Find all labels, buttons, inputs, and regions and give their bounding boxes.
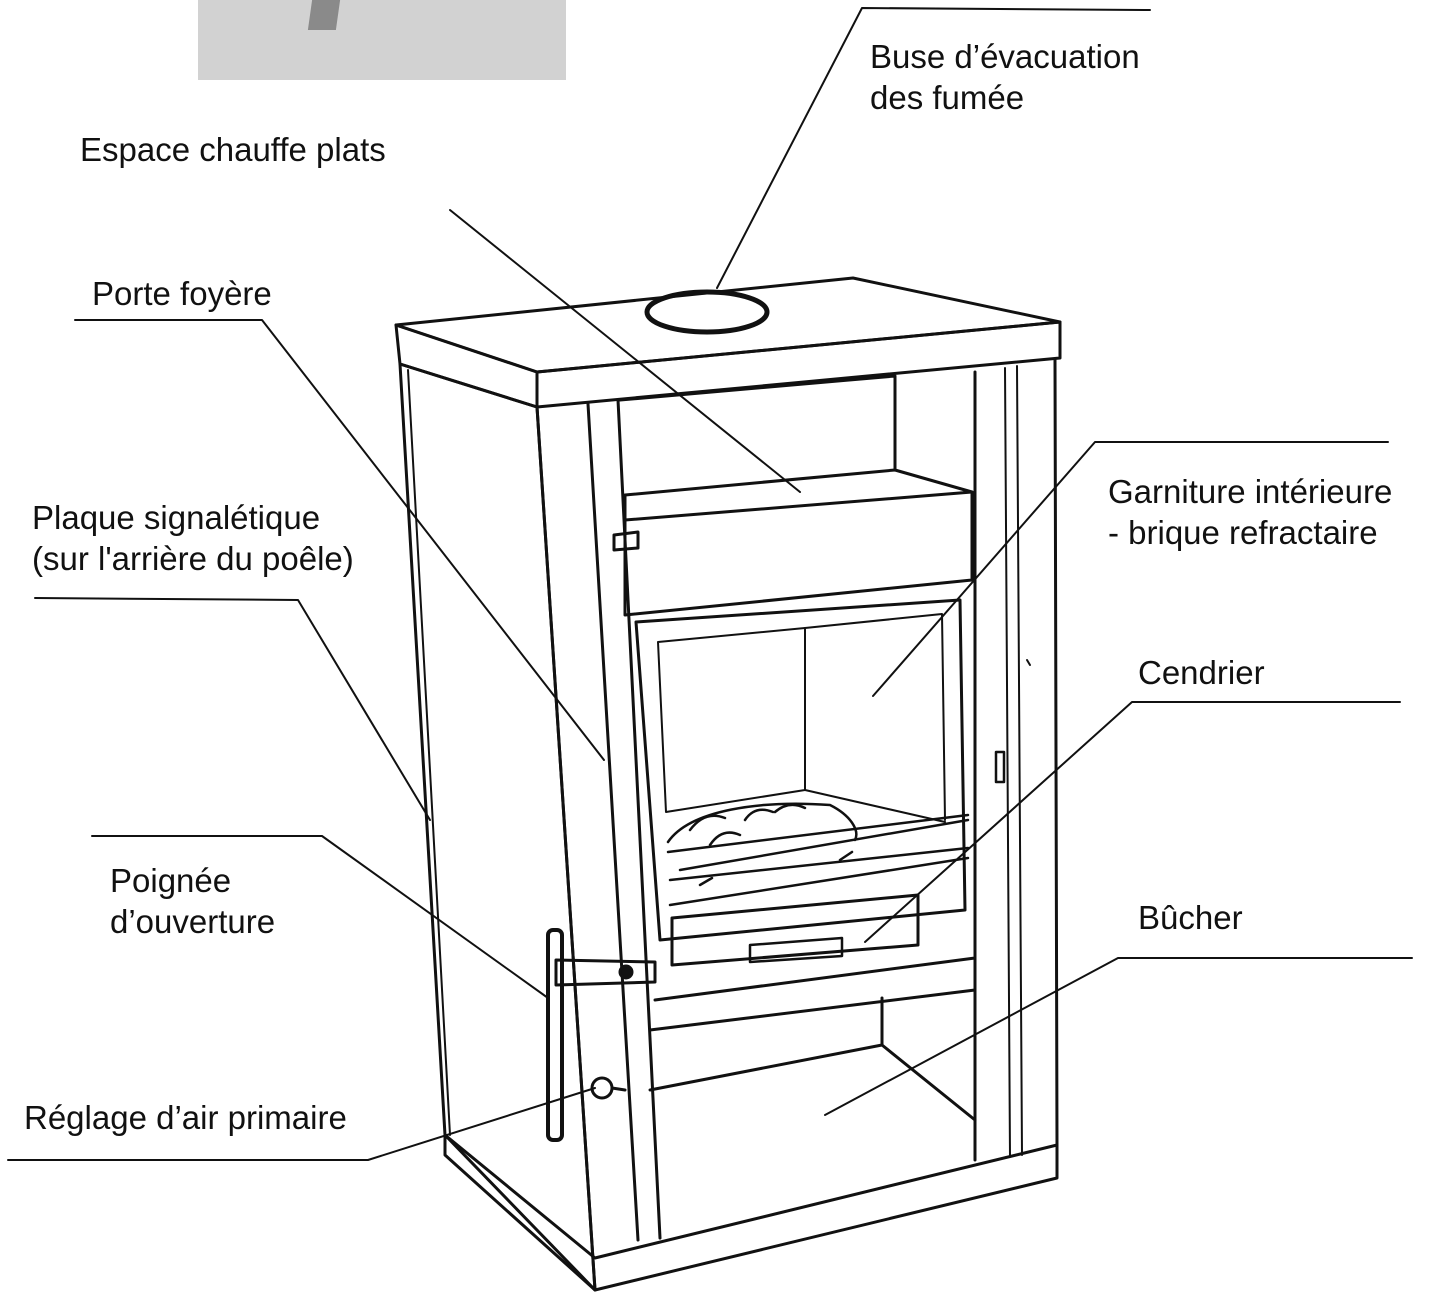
leader-poignee bbox=[91, 835, 549, 999]
door-hinge bbox=[612, 530, 640, 552]
leader-plaque bbox=[34, 597, 431, 821]
label-cendrier: Cendrier bbox=[1138, 654, 1265, 691]
cropped-photo-thumbnail bbox=[198, 0, 566, 80]
leader-porte bbox=[74, 319, 605, 761]
log-store bbox=[648, 996, 977, 1122]
front-frame bbox=[443, 358, 1059, 1292]
leader-lines bbox=[7, 7, 1413, 1161]
grate-and-logs bbox=[666, 802, 970, 907]
right-door-latch bbox=[994, 659, 1031, 784]
ash-pan bbox=[648, 893, 977, 1032]
label-reglage-air-primaire: Réglage d’air primaire bbox=[24, 1099, 347, 1136]
label-buse-evacuation: Buse d’évacuation des fumée bbox=[870, 38, 1140, 116]
leader-cendrier bbox=[864, 701, 1401, 943]
label-garniture-interieure: Garniture intérieure - brique refractair… bbox=[1108, 473, 1393, 551]
top-plate bbox=[394, 276, 1062, 409]
leader-espace bbox=[449, 209, 801, 493]
firebox bbox=[634, 598, 967, 942]
leader-bucher bbox=[824, 957, 1413, 1116]
label-bucher: Bûcher bbox=[1138, 899, 1243, 936]
leader-reglage bbox=[7, 1087, 596, 1161]
door-handle bbox=[546, 928, 657, 1142]
leader-buse bbox=[716, 7, 1151, 289]
flue-outlet bbox=[644, 289, 770, 335]
label-poignee-ouverture: Poignée d’ouverture bbox=[110, 862, 276, 940]
primary-air-knob bbox=[590, 1076, 627, 1100]
plate-warming-compartment bbox=[618, 374, 974, 617]
leader-garniture bbox=[872, 441, 1389, 697]
label-espace-chauffe-plats: Espace chauffe plats bbox=[80, 131, 386, 168]
label-porte-foyere: Porte foyère bbox=[92, 275, 272, 312]
label-plaque-signaletique: Plaque signalétique (sur l'arrière du po… bbox=[32, 499, 354, 577]
